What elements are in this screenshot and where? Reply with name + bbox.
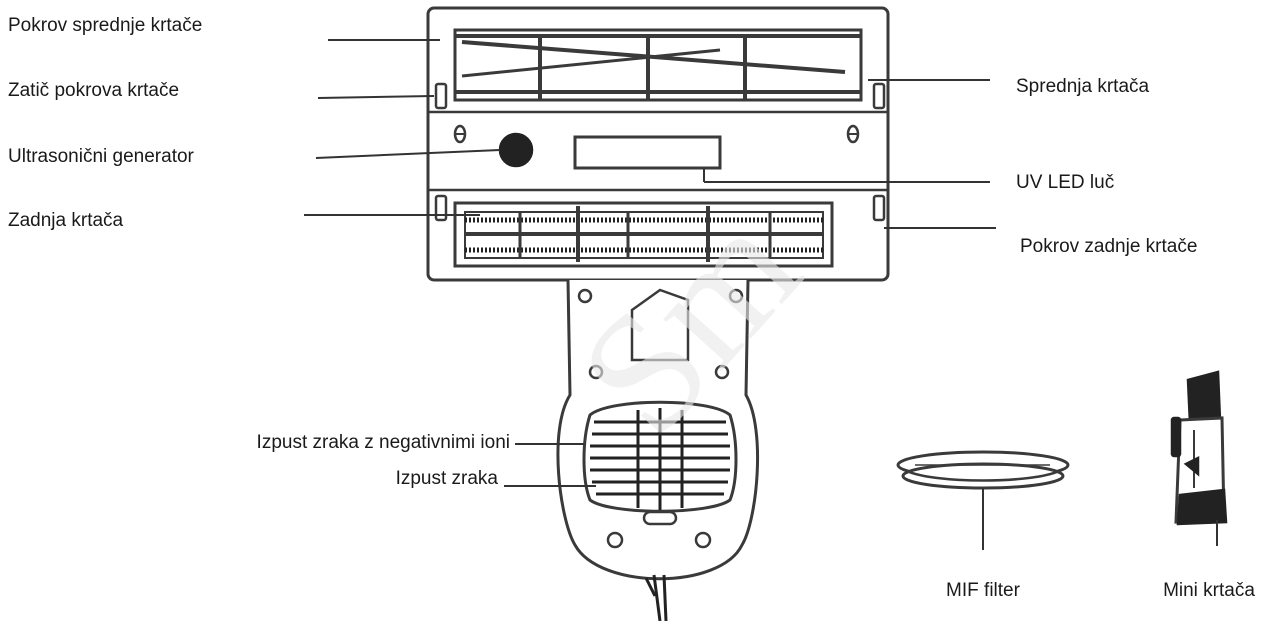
handle	[556, 279, 760, 581]
mini-brush-illustration	[1170, 370, 1228, 526]
label-rear-brush-cover: Pokrov zadnje krtače	[1020, 236, 1198, 257]
uv-led-window	[573, 135, 722, 170]
label-brush-cover-pin: Zatič pokrova krtače	[8, 80, 180, 101]
label-air-outlet: Izpust zraka	[395, 468, 498, 489]
leader-lines	[304, 39, 1218, 550]
screw-right	[846, 124, 860, 144]
rear-brush	[453, 201, 834, 268]
label-rear-brush: Zadnja krtača	[8, 210, 124, 231]
label-ultrasonic-generator: Ultrasonični generator	[8, 146, 194, 167]
label-front-brush-cover: Pokrov sprednje krtače	[8, 15, 203, 36]
power-cord	[644, 574, 668, 621]
label-negative-ion-outlet: Izpust zraka z negativnimi ioni	[256, 432, 510, 453]
front-brush	[453, 28, 863, 102]
label-front-brush: Sprednja krtača	[1016, 76, 1150, 97]
label-uv-led: UV LED luč	[1016, 172, 1115, 193]
label-mif-filter: MIF filter	[946, 580, 1020, 601]
mif-filter-illustration	[896, 450, 1070, 490]
ultrasonic-generator-dot	[498, 132, 534, 168]
screw-left	[453, 124, 467, 144]
label-mini-brush: Mini krtača	[1163, 580, 1255, 601]
